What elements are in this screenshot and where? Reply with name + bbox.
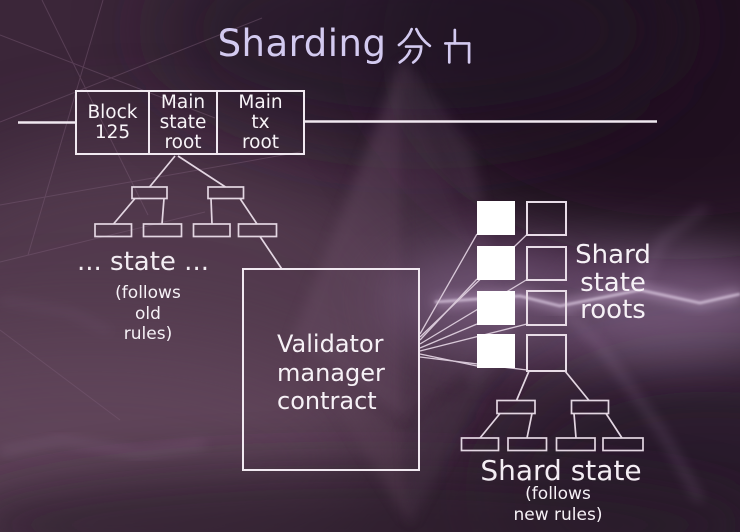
tree-edge — [515, 370, 530, 401]
bg-shadow — [0, 465, 740, 532]
block-header-cell-block-125: Block 125 — [87, 101, 138, 143]
shard-root-square-filled — [477, 334, 515, 368]
fan-line — [419, 323, 478, 349]
leaf-to-validator-edge — [259, 236, 283, 269]
bg-shadow — [160, 0, 680, 140]
shard-root-square-outlined — [526, 246, 567, 281]
tree-edge — [161, 198, 165, 225]
shard-root-square-filled — [477, 291, 515, 325]
shard-state-roots-heading: Shard state roots — [575, 240, 651, 325]
block-header-cell-main-tx-root: Main tx root — [216, 92, 303, 153]
tree-node — [496, 399, 536, 415]
shard-state-tree — [460, 370, 644, 452]
shard-root-square-outlined — [526, 290, 567, 326]
tree-leaf — [555, 437, 596, 452]
tree-edge — [177, 155, 226, 188]
slide-title: Sharding — [0, 22, 692, 73]
shard-state-note: (follows new rules) — [513, 484, 603, 525]
shard-root-square-filled — [477, 201, 515, 235]
tree-leaf — [507, 437, 548, 452]
shard-state-heading: Shard state — [480, 454, 642, 487]
main-state-tree — [94, 155, 283, 269]
tree-leaf — [237, 223, 278, 238]
shard-root-square-outlined — [526, 201, 567, 236]
hanzi-fen-glyph — [396, 26, 432, 73]
tree-leaf — [192, 223, 231, 238]
chain-rail-lines — [18, 120, 657, 124]
tree-node — [207, 186, 245, 200]
fan-line — [419, 278, 528, 345]
tree-edge — [239, 198, 258, 225]
tree-edge — [210, 198, 213, 225]
tree-leaf — [602, 437, 644, 452]
old-state-heading: ... state ... — [77, 247, 209, 277]
fan-line — [419, 278, 478, 341]
shard-root-square-filled — [477, 246, 515, 280]
fan-line — [419, 233, 478, 335]
tree-edge — [605, 413, 623, 439]
tree-edge — [112, 197, 136, 225]
tree-edge — [526, 413, 533, 439]
tree-node — [570, 399, 610, 415]
shard-root-square-outlined — [526, 334, 567, 372]
block-header: Block 125 Main state root Main tx root — [75, 90, 305, 155]
tree-edge — [148, 155, 176, 188]
slide-title-text: Sharding — [217, 22, 387, 65]
shard-root-squares — [477, 201, 567, 372]
tree-leaf — [142, 223, 183, 238]
old-state-note: (follows old rules) — [115, 283, 181, 344]
fan-line — [419, 323, 528, 352]
block-header-cell-main-state-root: Main state root — [148, 92, 216, 153]
tree-edge — [573, 413, 577, 439]
hanzi-pian-glyph — [442, 26, 474, 73]
tree-node — [131, 186, 168, 200]
tree-edge — [479, 412, 501, 439]
tree-leaf — [94, 223, 133, 238]
tree-leaf — [460, 437, 500, 452]
validator-manager-contract-box: Validator manager contract — [242, 268, 420, 471]
tree-edge — [564, 370, 590, 402]
